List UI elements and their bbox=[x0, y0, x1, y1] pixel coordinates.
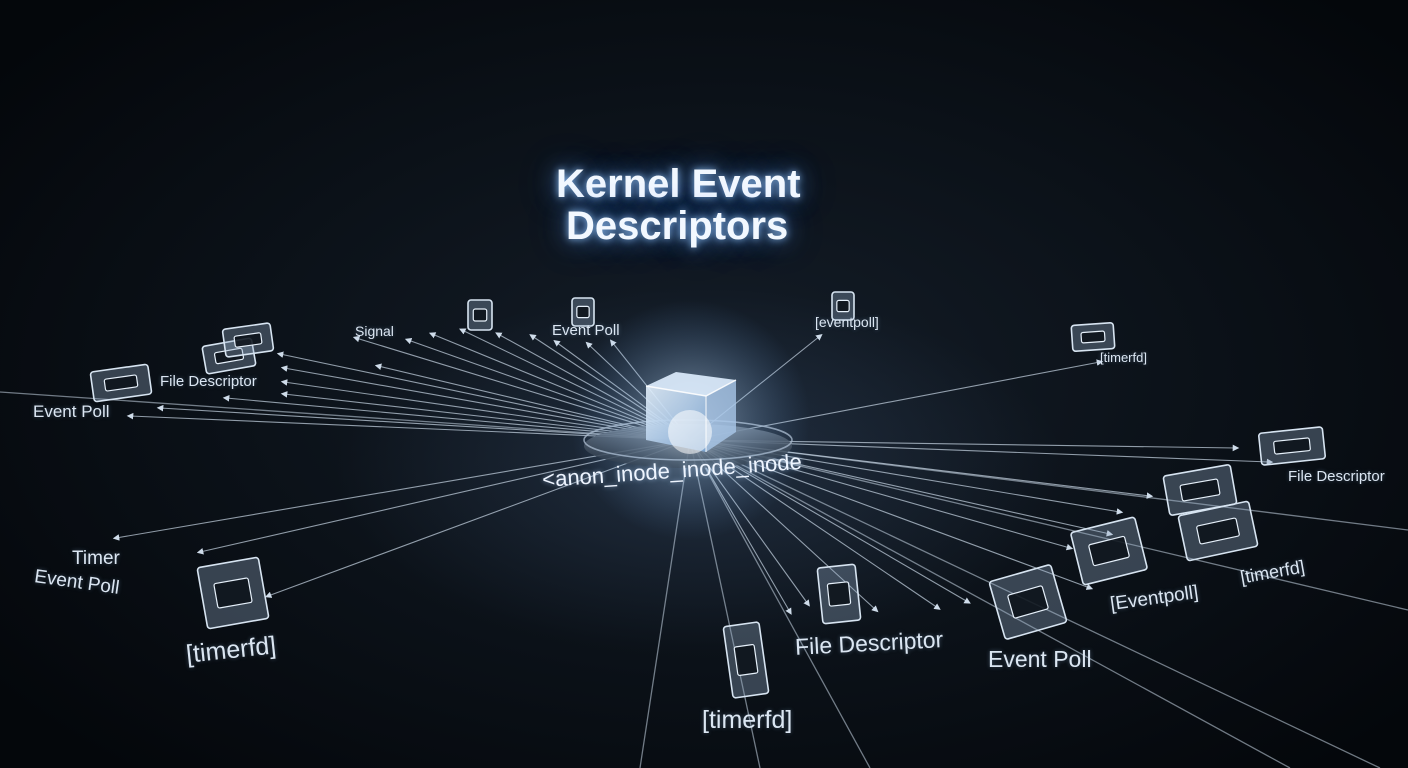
connector-line bbox=[689, 439, 1408, 531]
label-file-descriptor-right: File Descriptor bbox=[1288, 468, 1385, 485]
central-cube-icon bbox=[645, 372, 737, 454]
diagram-title-line1: Kernel Event bbox=[556, 162, 801, 206]
label-event-poll-left: Event Poll bbox=[33, 402, 110, 421]
glass-block-icon bbox=[571, 297, 595, 327]
connector-line bbox=[689, 439, 1291, 768]
glass-block-icon bbox=[1257, 426, 1327, 466]
label-timer-left: Timer bbox=[72, 548, 120, 569]
label-file-descriptor-left: File Descriptor bbox=[160, 373, 257, 390]
glass-block-icon bbox=[722, 621, 770, 699]
diagram-title-line2: Descriptors bbox=[566, 204, 789, 248]
connector-line bbox=[689, 439, 1408, 611]
glass-block-icon bbox=[988, 564, 1068, 640]
glass-block-icon bbox=[1177, 500, 1259, 562]
glass-block-icon bbox=[831, 291, 855, 321]
glass-block-icon bbox=[221, 322, 275, 358]
glass-block-icon bbox=[467, 299, 493, 331]
label-timerfd-bottom: [timerfd] bbox=[702, 706, 793, 734]
label-signal: Signal bbox=[355, 323, 394, 339]
glass-block-icon bbox=[89, 363, 153, 403]
glass-block-icon bbox=[816, 563, 862, 625]
label-timerfd-top-right: [timerfd] bbox=[1100, 350, 1147, 365]
glass-block-icon bbox=[196, 556, 270, 630]
glass-block-icon bbox=[1162, 464, 1238, 516]
glass-block-icon bbox=[1070, 321, 1116, 353]
label-event-poll-top: Event Poll bbox=[552, 322, 620, 339]
label-eventpoll-top-right: [eventpoll] bbox=[815, 314, 879, 330]
descriptor-blocks bbox=[89, 291, 1327, 699]
label-event-poll-bottom-right: Event Poll bbox=[988, 646, 1092, 672]
glass-block-icon bbox=[1070, 516, 1148, 586]
